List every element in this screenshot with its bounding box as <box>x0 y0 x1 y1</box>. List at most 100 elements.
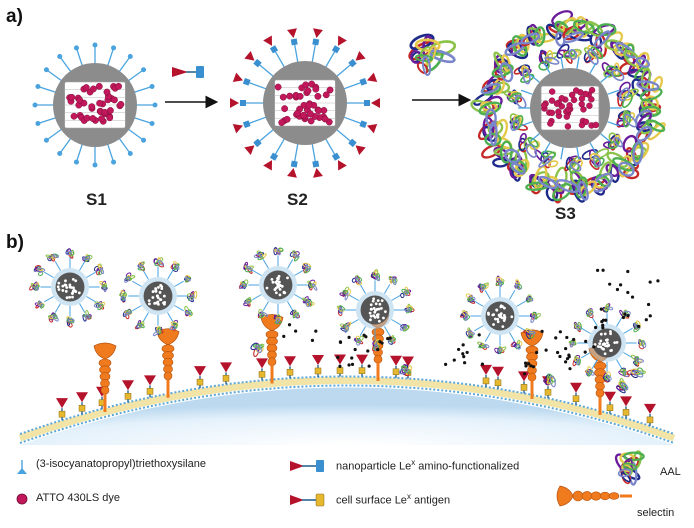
dye-molecule <box>548 109 556 117</box>
aal-strand <box>374 343 378 352</box>
aal-strand <box>372 269 379 277</box>
dye-molecule <box>154 290 158 293</box>
aal-strand <box>399 325 408 331</box>
aal-protein <box>186 290 198 303</box>
silane-linker <box>37 116 58 125</box>
dye-molecule <box>326 86 334 94</box>
aal-strand <box>529 332 535 339</box>
dye-molecule <box>377 319 381 323</box>
lex-connector <box>269 152 279 161</box>
silane-linker <box>509 332 516 342</box>
aal-strand <box>398 368 409 375</box>
silane-linker <box>142 312 149 322</box>
selectin-domain <box>267 357 277 367</box>
aal-strand <box>520 32 540 45</box>
dye-molecule <box>374 302 378 306</box>
s2-core <box>263 61 347 145</box>
lex-connector <box>290 160 298 168</box>
aal-strand <box>172 261 178 267</box>
silane-linker <box>293 41 299 64</box>
lex-connector <box>359 120 368 129</box>
aal-strand <box>40 304 45 309</box>
reagent-lex-connector <box>196 66 204 78</box>
aal-protein <box>538 49 560 71</box>
silane-linker <box>273 137 286 158</box>
silane-linker <box>591 317 598 327</box>
dye-molecule <box>61 284 65 288</box>
aal-strand <box>587 48 599 66</box>
silane-linker <box>576 56 580 69</box>
silane-linker <box>543 142 551 154</box>
dye-molecule <box>369 314 373 318</box>
antigen-connector <box>482 377 490 385</box>
cell-lex-antigen <box>194 366 206 389</box>
aal-strand <box>520 73 535 84</box>
aal-strand <box>356 339 361 346</box>
aal-protein <box>250 342 265 357</box>
aal-strand <box>622 369 626 377</box>
dye-molecule <box>57 281 61 285</box>
dye-molecule <box>371 299 375 303</box>
aal-strand <box>522 68 531 85</box>
aal-protein <box>301 262 312 274</box>
aal-strand <box>37 267 46 273</box>
dye-molecule <box>157 302 160 306</box>
aal-protein <box>605 151 640 183</box>
aal-strand <box>38 301 43 308</box>
dye-molecule <box>302 81 310 89</box>
cell-lex-antigen <box>644 403 656 426</box>
aal-protein <box>253 250 267 261</box>
aal-strand <box>84 314 91 319</box>
cell-lex-antigen <box>390 355 402 378</box>
dye-molecule <box>315 107 322 115</box>
aal-strand <box>497 348 503 353</box>
aal-protein <box>289 250 300 262</box>
silane-linker <box>576 147 580 160</box>
aal-strand <box>611 69 625 82</box>
silane-linker <box>287 259 294 269</box>
released-dye <box>593 325 598 330</box>
released-dye <box>523 372 527 376</box>
lex-connector <box>359 77 368 86</box>
aal-strand <box>69 249 75 257</box>
aal-strand <box>353 337 360 343</box>
membrane-lipid-core <box>18 377 676 442</box>
selectin-domain <box>373 354 383 364</box>
lex-triangle <box>367 123 378 134</box>
aal-strand <box>308 300 313 307</box>
aal-protein <box>513 64 535 85</box>
silane-linker <box>581 352 591 359</box>
released-dye <box>461 343 465 347</box>
aal-strand <box>467 334 474 339</box>
dye-molecule <box>307 117 315 125</box>
aal-protein <box>583 44 604 66</box>
released-dye <box>601 318 606 322</box>
released-dye <box>601 326 605 330</box>
aal-protein <box>410 45 437 77</box>
dye-molecule <box>115 82 122 90</box>
aal-strand <box>512 341 517 348</box>
aal-strand <box>169 325 176 331</box>
dye-molecule <box>278 280 281 284</box>
antigen-connector <box>258 371 266 378</box>
legend-np-lex-label: nanoparticle Lex amino-functionalized <box>336 458 519 473</box>
silane-tip <box>73 45 79 51</box>
dye-molecule <box>548 88 556 95</box>
dye-molecule <box>151 296 155 299</box>
dye-molecule <box>68 295 72 299</box>
aal-strand <box>241 282 248 288</box>
dye-molecule <box>563 113 571 120</box>
aal-strand <box>124 276 131 283</box>
aal-protein <box>65 248 75 259</box>
legend-dye-icon <box>16 493 28 505</box>
dye-molecule <box>586 102 593 109</box>
dye-molecule <box>74 290 78 294</box>
aal-protein <box>534 149 559 169</box>
dye-molecule <box>158 291 162 294</box>
silane-linker <box>616 359 623 369</box>
aal-protein <box>638 339 647 350</box>
aal-protein <box>525 165 558 195</box>
antigen-connector <box>572 395 580 402</box>
aal-protein <box>353 335 364 346</box>
aal-strand <box>485 108 497 128</box>
